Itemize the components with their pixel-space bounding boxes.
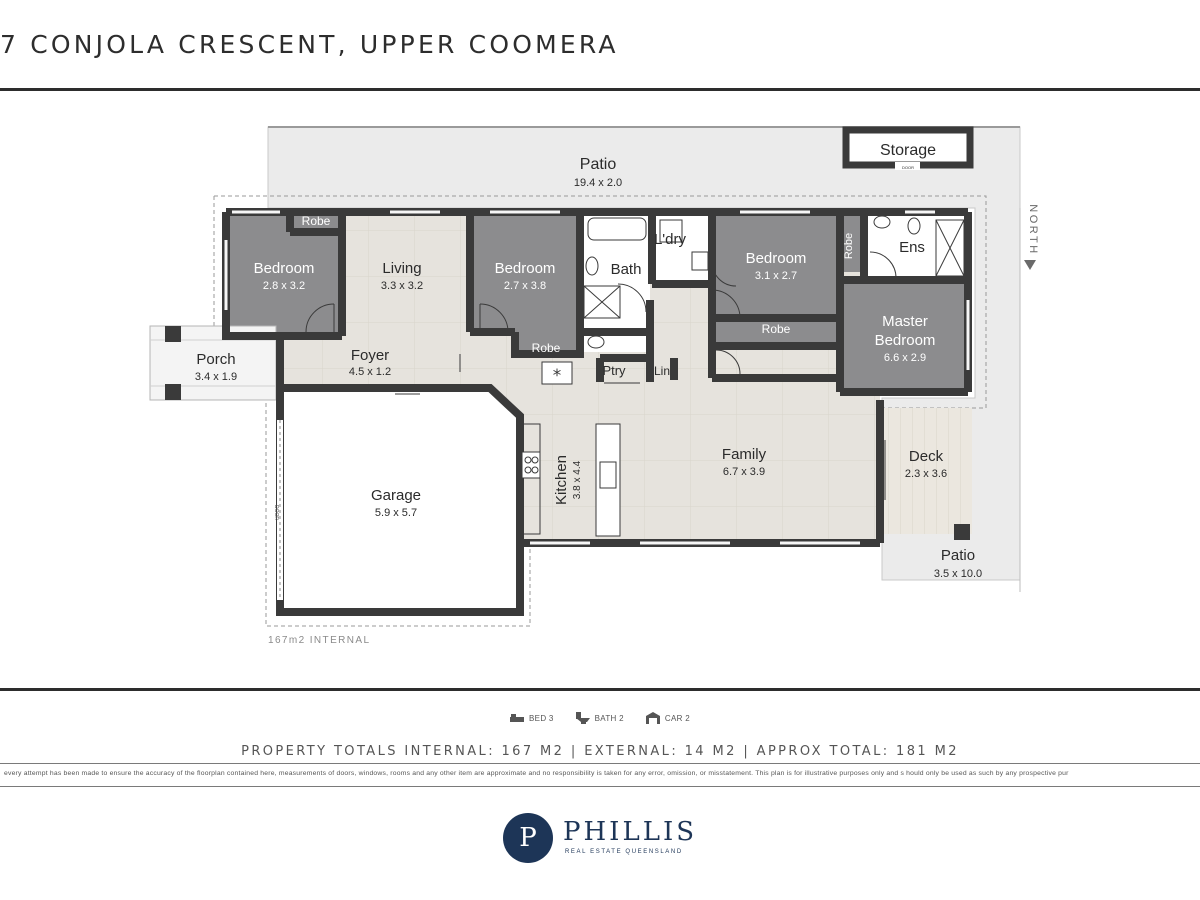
storage-label: Storage (880, 142, 936, 159)
disclaimer-text: every attempt has been made to ensure th… (4, 770, 1069, 777)
master-dims: 6.6 x 2.9 (884, 352, 926, 364)
porch-label: Porch (196, 351, 235, 368)
bedroom-1-label: Bedroom (254, 260, 315, 277)
bedroom-3-dims: 3.1 x 2.7 (755, 270, 797, 282)
kitchen-sink (599, 461, 617, 489)
bed-icon (510, 714, 525, 722)
patio-top-label: Patio (580, 156, 617, 173)
logo-subtitle: REAL ESTATE QUEENSLAND (565, 849, 683, 855)
bedroom-2-floor (470, 212, 580, 332)
robe-4-label: Robe (843, 233, 855, 259)
laundry-label: L'dry (654, 231, 687, 248)
porch-dims: 3.4 x 1.9 (195, 371, 237, 383)
floorplan: DOOR * Patio 19.4 x 2.0 Storage DOOR Bed… (149, 126, 1039, 646)
patio-top-dims: 19.4 x 2.0 (574, 177, 622, 189)
patio-side-dims: 3.5 x 10.0 (934, 568, 982, 580)
bedroom-2-label: Bedroom (495, 260, 556, 277)
header-divider (0, 88, 1200, 91)
storage-door-label: DOOR (902, 165, 914, 170)
footer-divider (0, 688, 1200, 691)
living-label: Living (382, 260, 421, 277)
family-label: Family (722, 446, 767, 463)
foyer-label: Foyer (351, 347, 389, 364)
bath-label: Bath (611, 261, 642, 278)
bath-count: BATH 2 (575, 712, 624, 724)
family-dims: 6.7 x 3.9 (723, 466, 765, 478)
garage-floor (282, 392, 520, 612)
pantry-label: Ptry (602, 363, 626, 378)
bedroom-2-dims: 2.7 x 3.8 (504, 280, 546, 292)
internal-area-label: 167m2 INTERNAL (268, 635, 370, 646)
property-address: 7 CONJOLA CRESCENT, UPPER COOMERA (0, 30, 619, 59)
garage-label: Garage (371, 487, 421, 504)
cooktop (521, 451, 541, 479)
logo-name: PHILLIS (563, 817, 698, 847)
feature-icons: BED 3 BATH 2 CAR 2 (0, 712, 1200, 724)
bed-count: BED 3 (510, 713, 554, 723)
ensuite-label: Ens (899, 239, 925, 256)
kitchen-label: Kitchen (553, 455, 570, 505)
foyer-dims: 4.5 x 1.2 (349, 366, 391, 378)
bedroom-1-dims: 2.8 x 3.2 (263, 280, 305, 292)
disclaimer-rule-top (0, 763, 1200, 764)
car-count: CAR 2 (645, 712, 690, 724)
garage-door-label: DOOR (273, 505, 279, 520)
toilet-icon (575, 712, 590, 724)
deck-dims: 2.3 x 3.6 (905, 468, 947, 480)
kitchen-dims: 3.8 x 4.4 (572, 460, 583, 499)
master-floor (840, 282, 968, 392)
fridge-space (541, 361, 573, 385)
linen-label: Lin (654, 364, 670, 378)
bedroom-3-floor (712, 212, 840, 316)
deck-label: Deck (909, 448, 944, 465)
garage-dims: 5.9 x 5.7 (375, 507, 417, 519)
master-label-line2: Bedroom (875, 332, 936, 349)
master-label-line1: Master (882, 313, 928, 330)
bathtub (587, 217, 647, 241)
fridge-icon: * (553, 366, 562, 386)
storage-room (842, 126, 974, 169)
living-dims: 3.3 x 3.2 (381, 280, 423, 292)
robe-3-floor (714, 318, 840, 346)
robe-1-label: Robe (302, 214, 331, 228)
north-arrow-icon (1024, 260, 1036, 270)
logo-mark: P (503, 813, 553, 863)
agency-logo: P PHILLIS REAL ESTATE QUEENSLAND (503, 813, 733, 865)
garage-icon (645, 712, 660, 724)
north-label: NORTH (1027, 204, 1039, 255)
robe-3-label: Robe (762, 322, 791, 336)
robe-2-label: Robe (532, 341, 561, 355)
patio-side-label: Patio (941, 547, 975, 564)
deck-floor (882, 408, 972, 534)
property-totals: PROPERTY TOTALS INTERNAL: 167 M2 | EXTER… (241, 744, 959, 759)
bedroom-3-label: Bedroom (746, 250, 807, 267)
disclaimer-rule-bottom (0, 786, 1200, 787)
